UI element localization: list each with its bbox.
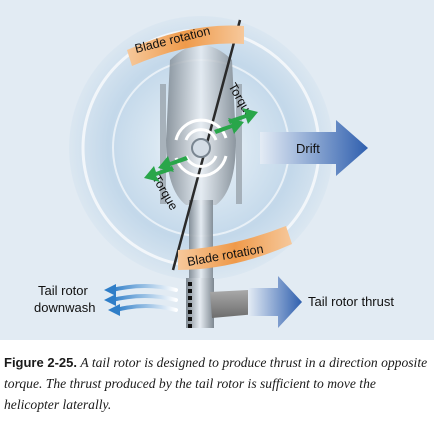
figure-number: Figure 2-25. <box>4 355 77 370</box>
tail-fin <box>210 290 256 318</box>
helicopter-fuselage <box>160 45 242 292</box>
blade-rotation-bottom-band <box>178 226 292 270</box>
drift-label: Drift <box>296 141 320 156</box>
downwash-arrows-icon <box>110 284 178 312</box>
downwash-arrowheads-icon <box>104 284 120 316</box>
tail-rotor-downwash-label-line1: Tail rotor <box>38 283 89 298</box>
torque-lower-arrows-icon <box>144 156 188 182</box>
figure-caption: Figure 2-25. A tail rotor is designed to… <box>4 352 432 415</box>
drift-arrow <box>260 120 368 176</box>
tail-rotor-thrust-label: Tail rotor thrust <box>308 294 394 309</box>
torque-upper-arrows-icon <box>214 108 258 134</box>
tail-rotor-diagram: Blade rotation Blade rotation Torque Tor… <box>0 0 434 340</box>
tail-rotor-thrust-arrow <box>248 276 302 328</box>
rotor-hub <box>191 138 211 158</box>
tail-rotor-downwash-label-line2: downwash <box>34 300 95 315</box>
figure-caption-text: A tail rotor is designed to produce thru… <box>4 355 428 412</box>
blade-rotation-top-band <box>127 25 244 66</box>
